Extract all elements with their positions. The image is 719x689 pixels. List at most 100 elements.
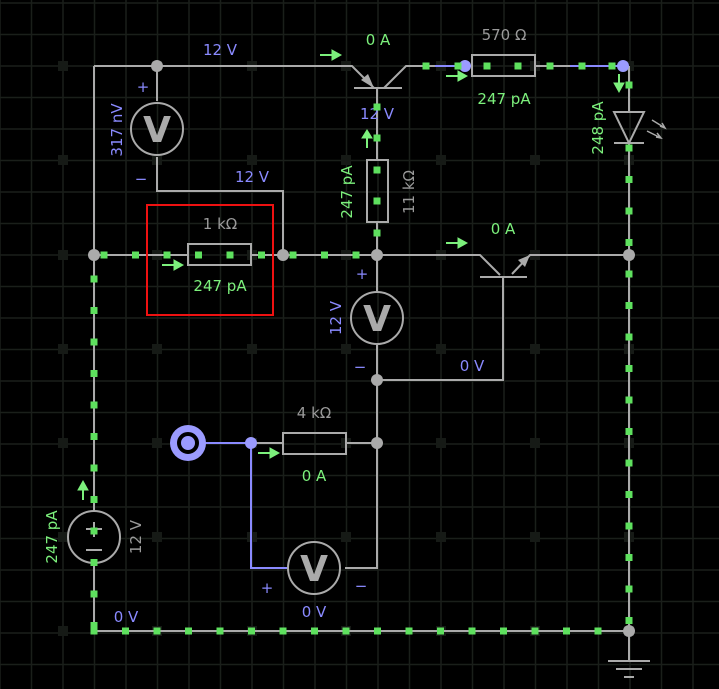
current-dot: [248, 627, 255, 635]
ground-icon[interactable]: [608, 660, 650, 678]
current-arrow-icon: [258, 447, 281, 459]
plus-sign: +: [356, 265, 369, 283]
emitter-arrow-icon: [518, 255, 530, 267]
logic-input-icon[interactable]: [170, 425, 206, 461]
current-dot: [454, 62, 462, 70]
pnp-current: 0 A: [366, 31, 391, 49]
nodes: [88, 60, 635, 637]
grid-anchor: [530, 155, 540, 165]
grid-anchor: [247, 344, 257, 354]
battery-voltage: 12 V: [127, 519, 145, 554]
grid-anchor: [58, 438, 68, 448]
resistor-570[interactable]: 570 Ω 247 pA: [446, 26, 536, 108]
top-rail-voltage: 12 V: [203, 41, 238, 59]
pnp-transistor[interactable]: 0 A 12 V: [320, 31, 402, 123]
voltmeter-mid[interactable]: V + − 12 V: [327, 265, 404, 376]
wire-npn-base[interactable]: [377, 276, 504, 381]
grid-anchor: [58, 344, 68, 354]
node[interactable]: [623, 625, 635, 637]
current-dot: [90, 627, 98, 635]
current-dot: [578, 62, 586, 70]
resistor-4k-value: 4 kΩ: [297, 404, 331, 422]
voltmeter-bottom[interactable]: V + − 0 V: [261, 541, 368, 621]
current-dot: [625, 176, 633, 183]
voltmeter-top[interactable]: V + − 317 nV: [108, 78, 184, 188]
led[interactable]: 248 pA: [589, 74, 667, 155]
wire-npn-emitter[interactable]: [511, 254, 629, 275]
resistor-1k-current: 247 pA: [193, 277, 247, 295]
node[interactable]: [617, 60, 629, 72]
input-terminal-outer: [170, 425, 206, 461]
current-dot: [90, 275, 98, 283]
node[interactable]: [88, 249, 100, 261]
current-dot: [90, 559, 98, 566]
current-arrow-icon: [77, 479, 89, 500]
grid-anchor: [58, 250, 68, 260]
node[interactable]: [371, 374, 383, 386]
current-dot: [437, 627, 444, 635]
voltmeter-glyph: V: [143, 110, 171, 151]
current-dot: [90, 622, 98, 629]
current-dot: [500, 627, 507, 635]
grid-anchor: [436, 438, 446, 448]
current-dot: [373, 166, 381, 174]
current-dot: [90, 464, 98, 472]
node[interactable]: [245, 437, 257, 449]
resistor-4k[interactable]: 4 kΩ 0 A: [258, 404, 347, 485]
current-dot: [625, 554, 633, 561]
current-dot: [625, 396, 633, 404]
current-dot: [514, 62, 522, 70]
current-arrow-icon: [446, 70, 469, 82]
node[interactable]: [151, 60, 163, 72]
current-dot: [90, 433, 98, 440]
current-dot: [373, 134, 381, 142]
resistor-body: [282, 432, 347, 455]
wire-vm-top-minus[interactable]: [156, 157, 284, 255]
current-dot: [625, 333, 633, 341]
current-dot: [373, 103, 381, 111]
current-dot: [163, 251, 171, 259]
grid-anchor: [58, 532, 68, 542]
resistor-1k[interactable]: 1 kΩ 247 pA: [146, 204, 274, 316]
current-dot: [153, 627, 161, 635]
current-arrow-icon: [162, 259, 185, 271]
current-dot: [258, 251, 265, 259]
voltmeter-body: [130, 102, 184, 156]
current-dot: [483, 62, 491, 70]
current-dot: [90, 370, 98, 377]
current-dot: [342, 627, 350, 635]
npn-transistor[interactable]: 0 A 0 V: [446, 220, 530, 375]
grid-anchor: [436, 155, 446, 165]
current-dot: [405, 627, 413, 635]
grid-anchor: [58, 61, 68, 71]
current-dot: [90, 527, 98, 535]
current-dot: [90, 496, 98, 503]
resistor-11k[interactable]: 11 kΩ 247 pA: [338, 129, 418, 223]
plus-sign: +: [261, 579, 274, 597]
current-dot: [625, 81, 633, 89]
current-dot: [90, 590, 98, 598]
current-dot: [531, 627, 539, 635]
current-dot: [625, 428, 633, 435]
current-dot: [279, 627, 287, 635]
grid-anchor: [436, 532, 446, 542]
resistor-570-value: 570 Ω: [482, 26, 527, 44]
wire-input[interactable]: [205, 442, 289, 569]
node[interactable]: [371, 249, 383, 261]
voltmeter-glyph: V: [300, 549, 328, 590]
current-dot: [625, 585, 633, 593]
node[interactable]: [371, 437, 383, 449]
npn-current: 0 A: [491, 220, 516, 238]
wire-vm-bottom-minus[interactable]: [345, 443, 378, 569]
emitter-arrow-icon: [361, 74, 374, 88]
node[interactable]: [277, 249, 289, 261]
current-dot: [90, 307, 98, 314]
resistor-570-current: 247 pA: [477, 90, 531, 108]
node[interactable]: [623, 249, 635, 261]
voltmeter-glyph: V: [363, 299, 391, 340]
node[interactable]: [459, 60, 471, 72]
current-dot: [468, 627, 476, 635]
grid-anchor: [530, 344, 540, 354]
voltmeter-top-reading: 317 nV: [108, 103, 126, 157]
